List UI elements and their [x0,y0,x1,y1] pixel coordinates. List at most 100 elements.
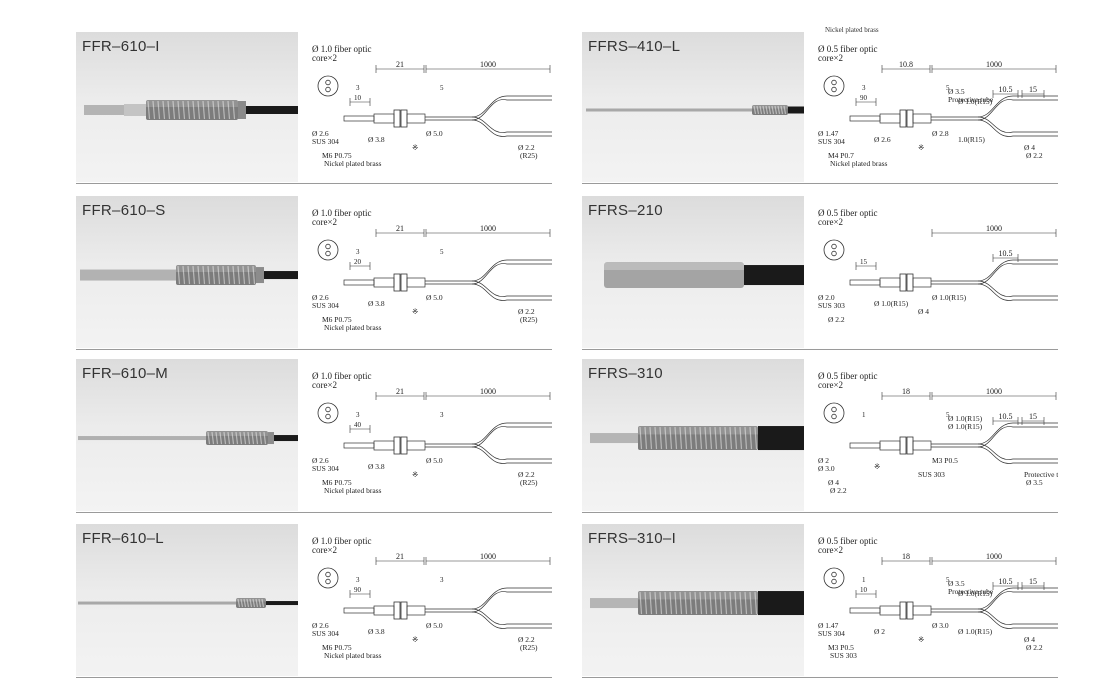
dimension-value: 15 [1029,412,1037,421]
product-photo: FFR–610–L [76,524,298,676]
spec-label-2: Ø 3.8 [368,627,385,636]
spec-label-6: Nickel plated brass [324,486,382,495]
core-count: core×2 [818,217,843,227]
row-divider [582,183,1058,184]
core-symbol [823,402,845,424]
model-name: FFR–610–M [82,365,169,382]
dim-c: 3 [356,248,360,256]
dim-e-line [349,425,371,433]
dimension-value: 21 [396,60,404,69]
spec-label-11: Ø 1.0(R15) [958,97,993,106]
core-symbol [317,402,339,424]
dim-h: 15 [1021,577,1045,590]
dim-e-line [349,590,371,598]
row-divider [76,677,552,678]
spec-label-10: Ø 3.5 [948,87,965,96]
thread-body [638,591,758,616]
spec-label-1: SUS 304 [312,629,339,638]
spec-label-8: (R25) [520,643,538,652]
dimension-value: 15 [1029,577,1037,586]
dim-a: 18 [881,552,931,565]
core-symbol [823,239,845,261]
dim-c: 1 [862,576,866,584]
row-divider [76,512,552,513]
core-symbol [317,75,339,97]
dim-d: 5 [946,411,950,419]
core-spec: Ø 1.0 fiber optic [312,371,371,381]
probe-drawing [849,422,1058,464]
row-divider [582,349,1058,350]
spec-label-5: M4 P0.7 [828,151,854,160]
thread-body [638,426,758,451]
dim-d: 5 [946,84,950,92]
spec-label-3: Ø 5.0 [426,456,443,465]
probe-image [78,598,298,609]
dim-a: 10.8 [881,60,931,73]
thread-body [176,265,256,286]
dim-e-line [349,98,371,106]
product-photo: FFRS–310 [582,359,804,511]
spec-label-12: 1.0(R15) [958,135,985,144]
probe-image [78,431,298,446]
spec-label-4: ※ [918,635,924,644]
dim-c: 3 [356,576,360,584]
dimension-value: 1000 [986,60,1002,69]
spec-label-9: Ø 1.0(R15) [948,422,983,431]
dim-d: 3 [440,576,444,584]
probe-image [590,426,804,451]
dim-e: 40 [354,421,362,429]
dim-e: 20 [354,258,362,266]
dimension-value: 15 [1029,85,1037,94]
spec-label-1: SUS 303 [818,301,845,310]
model-name: FFRS–310–I [588,530,677,547]
dimension-value: 10.5 [999,85,1013,94]
spec-label-0: Ø 1.47 [818,129,839,138]
core-count: core×2 [312,545,337,555]
spec-label-7: Protective tube [1024,470,1058,479]
spec-label-3: Ø 2.8 [932,129,949,138]
row-divider [582,677,1058,678]
spec-label-8: (R25) [520,315,538,324]
dimension-value: 1000 [480,552,496,561]
spec-label-2: Ø 3.8 [368,299,385,308]
spec-label-7: Ø 4 [1024,635,1035,644]
probe-drawing [849,95,1058,137]
row-divider [582,512,1058,513]
spec-label-2: Ø 2 [874,627,885,636]
model-name: FFR–610–I [82,38,160,55]
spec-label-3: Ø 1.0(R15) [932,293,967,302]
core-spec: Ø 0.5 fiber optic [818,536,877,546]
dim-e-line [855,590,877,598]
spec-label-0: Ø 2.6 [312,621,329,630]
model-name: FFRS–210 [588,202,663,219]
dimension-value: 10.5 [999,412,1013,421]
product-photo: FFRS–210 [582,196,804,348]
dimension-value: 1000 [986,552,1002,561]
core-count: core×2 [312,380,337,390]
dimension-value: 10.8 [899,60,913,69]
spec-label-7: Ø 2.2 [518,470,535,479]
dimension-value: 18 [902,387,910,396]
dim-e-line [855,262,877,270]
dim-e: 90 [860,94,868,102]
model-name: FFRS–310 [588,365,663,382]
probe-image [586,105,804,115]
spec-label-9: Protective tube [948,95,994,104]
row-divider [76,349,552,350]
core-spec: Ø 0.5 fiber optic [818,44,877,54]
core-count: core×2 [818,545,843,555]
core-spec: Ø 1.0 fiber optic [312,208,371,218]
dim-e: 15 [860,258,868,266]
dim-d: 5 [440,248,444,256]
spec-label-0: Ø 2.0 [818,293,835,302]
